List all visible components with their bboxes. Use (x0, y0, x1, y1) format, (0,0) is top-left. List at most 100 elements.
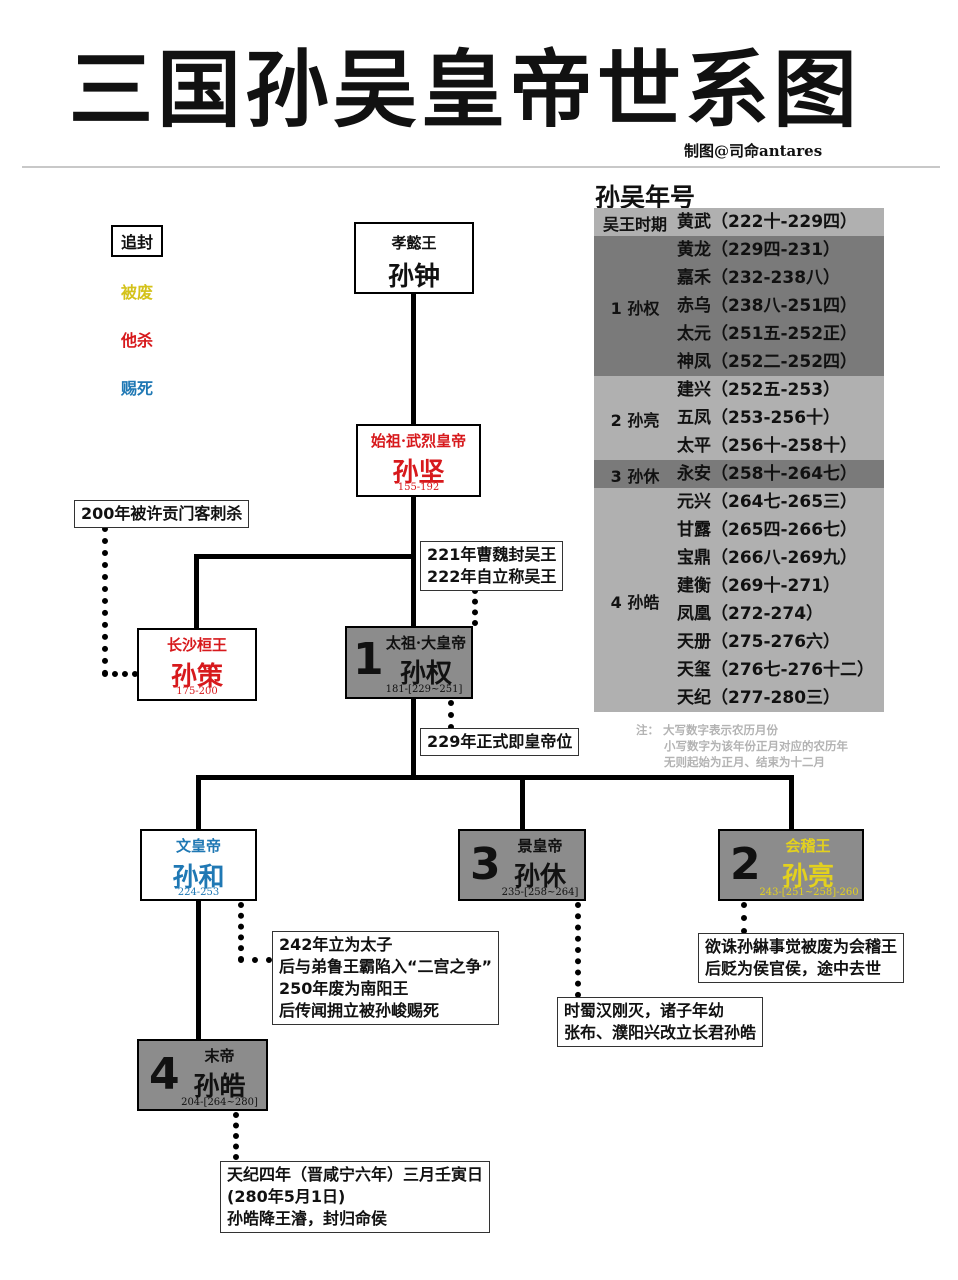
leader-sunquan-bottom (448, 700, 454, 730)
note-line: (280年5月1日) (227, 1187, 346, 1206)
leader-sunliang-note (741, 902, 747, 934)
era-name: 赤乌（238八-251四） (677, 296, 858, 316)
person-sunhe: 文皇帝 孙和 224-253 (140, 829, 257, 901)
note-line: 222年自立称吴王 (427, 567, 557, 586)
person-title: 太祖·大皇帝 (385, 634, 467, 652)
legend-killed: 他杀 (121, 331, 154, 350)
era-name: 宝鼎（266八-269九） (677, 548, 858, 568)
note-line: 欲诛孙綝事觉被废为会稽王 (705, 937, 898, 956)
legend-posthumous: 追封 (111, 225, 164, 257)
person-sunliang: 2 会稽王 孙亮 243-[251~258]-260 (718, 829, 864, 901)
person-name: 孙皓 (193, 1072, 246, 1102)
leader-sunhe-note-h (238, 957, 272, 963)
person-title: 文皇帝 (175, 837, 221, 855)
era-name: 元兴（264七-265三） (677, 492, 858, 512)
person-sunhao: 4 末帝 孙皓 204-[264~280] (137, 1039, 268, 1111)
note-line: 后贬为侯官侯，途中去世 (705, 959, 882, 978)
note-line: 后传闻拥立被孙峻赐死 (279, 1001, 440, 1020)
person-name: 孙亮 (781, 862, 834, 892)
person-title: 始祖·武烈皇帝 (370, 432, 467, 450)
person-sunzhong: 孝懿王 孙钟 (354, 222, 474, 294)
era-name: 天纪（277-280三） (677, 688, 841, 708)
person-name: 孙和 (172, 863, 225, 893)
person-title: 会稽王 (785, 837, 831, 855)
era-group: 2 孙亮建兴（252五-253）五凤（253-256十）太平（256十-258十… (594, 376, 884, 460)
person-years: 243-[251~258]-260 (759, 887, 859, 898)
connector-sunquan-sons (411, 698, 416, 778)
era-name: 天册（275-276六） (677, 632, 841, 652)
note-sunce: 200年被许贡门客刺杀 (74, 500, 250, 528)
note-line: 250年废为南阳王 (279, 979, 409, 998)
leader-sunhao-note (233, 1112, 239, 1160)
era-group: 1 孙权黄龙（229四-231）嘉禾（232-238八）赤乌（238八-251四… (594, 236, 884, 376)
emperor-number: 2 (730, 839, 761, 890)
era-name: 黄龙（229四-231） (677, 240, 841, 260)
person-title: 末帝 (204, 1047, 235, 1065)
connector-to-sunxiu (520, 775, 525, 829)
legend-deposed: 被废 (121, 283, 154, 302)
era-table: 吴王时期黄武（222十-229四）1 孙权黄龙（229四-231）嘉禾（232-… (594, 208, 884, 712)
note-line: 229年正式即皇帝位 (427, 732, 573, 751)
connector-sunjian-sunquan (411, 496, 416, 626)
person-name: 孙休 (513, 862, 566, 892)
era-name: 永安（258十-264七） (677, 464, 858, 484)
note-sunquan-top: 221年曹魏封吴王 222年自立称吴王 (420, 541, 564, 591)
era-group-label: 1 孙权 (610, 299, 660, 318)
connector-to-sunce (194, 554, 199, 630)
era-note-line: 注： 大写数字表示农历月份 (636, 723, 779, 737)
emperor-number: 1 (353, 634, 384, 685)
connector-sons-bar (196, 775, 794, 780)
era-table-note: 注： 大写数字表示农历月份 小写数字为该年份正月对应的农历年 无则起始为正月、结… (636, 722, 848, 770)
leader-sunce-note-h (102, 671, 138, 677)
era-name: 甘露（265四-266七） (677, 520, 858, 540)
era-note-line: 小写数字为该年份正月对应的农历年 (664, 739, 848, 753)
era-group: 吴王时期黄武（222十-229四） (594, 208, 884, 236)
person-sunxiu: 3 景皇帝 孙休 235-[258~264] (458, 829, 586, 901)
note-line: 200年被许贡门客刺杀 (81, 504, 243, 523)
era-name: 建衡（269十-271） (677, 576, 841, 596)
era-group: 3 孙休永安（258十-264七） (594, 460, 884, 488)
person-name: 孙坚 (392, 458, 445, 488)
connector-to-sunhe (196, 775, 201, 829)
era-name: 黄武（222十-229四） (677, 212, 858, 232)
era-name: 太元（251五-252正） (677, 324, 858, 344)
person-name: 孙策 (170, 662, 223, 692)
person-title: 孝懿王 (391, 234, 437, 252)
person-name: 孙权 (399, 659, 452, 689)
emperor-number: 3 (470, 839, 501, 890)
era-group-label: 3 孙休 (610, 467, 660, 486)
era-name: 凤凰（272-274） (677, 604, 824, 624)
person-years: 204-[264~280] (181, 1097, 258, 1108)
person-years: 235-[258~264] (501, 887, 579, 898)
person-title: 长沙桓王 (166, 636, 227, 654)
person-name: 孙钟 (387, 262, 440, 292)
note-sunxiu: 时蜀汉刚灭，诸子年幼 张布、濮阳兴改立长君孙皓 (557, 997, 764, 1047)
emperor-number: 4 (149, 1049, 180, 1100)
person-years: 181-[229~251] (385, 684, 463, 695)
note-line: 张布、濮阳兴改立长君孙皓 (564, 1023, 757, 1042)
connector-to-sunliang (789, 775, 794, 829)
note-line: 221年曹魏封吴王 (427, 545, 557, 564)
page-title: 三国孙吴皇帝世系图 (68, 40, 861, 139)
note-line: 时蜀汉刚灭，诸子年幼 (564, 1001, 725, 1020)
note-sunhao: 天纪四年（晋咸宁六年）三月壬寅日 (280年5月1日) 孙皓降王濬，封归命侯 (220, 1161, 491, 1233)
era-group: 4 孙皓元兴（264七-265三）甘露（265四-266七）宝鼎（266八-26… (594, 488, 884, 712)
era-group-label: 吴王时期 (602, 215, 667, 234)
note-line: 242年立为太子 (279, 935, 393, 954)
note-sunliang: 欲诛孙綝事觉被废为会稽王 后贬为侯官侯，途中去世 (698, 933, 905, 983)
person-sunjian: 始祖·武烈皇帝 孙坚 155-192 (356, 424, 481, 497)
era-name: 神凤（252二-252四） (677, 352, 858, 372)
leader-sunhe-note (238, 902, 244, 962)
era-name: 建兴（252五-253） (677, 380, 841, 400)
era-name: 天玺（276七-276十二） (677, 660, 875, 680)
person-sunquan: 1 太祖·大皇帝 孙权 181-[229~251] (345, 626, 473, 699)
legend-forced-suicide: 赐死 (121, 379, 154, 398)
leader-sunquan-top (472, 588, 478, 626)
era-note-line: 无则起始为正月、结束为十二月 (664, 755, 825, 769)
person-years: 155-192 (397, 482, 440, 493)
era-table-title: 孙吴年号 (595, 183, 696, 212)
era-name: 五凤（253-256十） (677, 408, 841, 428)
era-name: 太平（256十-258十） (677, 436, 858, 456)
note-line: 后与弟鲁王霸陷入“二宫之争” (279, 957, 493, 976)
leader-sunxiu-note (575, 902, 581, 998)
